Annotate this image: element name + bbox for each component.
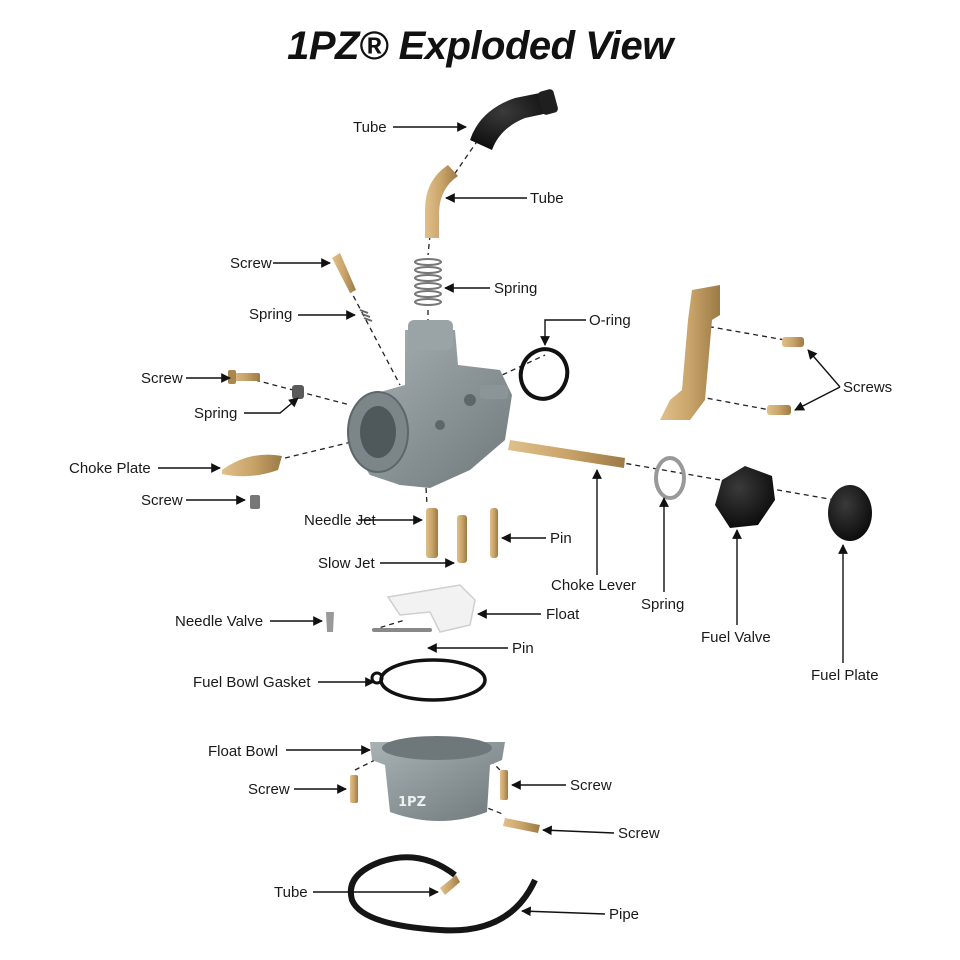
screws-bowl-part — [350, 770, 508, 803]
leader-lines — [158, 122, 848, 917]
label-choke-plate: Choke Plate — [69, 460, 151, 477]
o-ring-part — [518, 347, 570, 401]
label-spring-throttle: Spring — [494, 280, 537, 297]
label-float: Float — [546, 606, 580, 623]
tube-bottom-part — [440, 875, 460, 895]
tube-top-part — [470, 89, 558, 150]
choke-lever-arm-part — [660, 285, 720, 420]
label-spring-air: Spring — [194, 405, 237, 422]
spring-air-part — [292, 385, 304, 399]
float-bowl-part: 1PZ — [370, 736, 505, 821]
page-title: 1PZ® Exploded View — [287, 24, 673, 68]
label-screw-idle: Screw — [230, 255, 272, 272]
label-screw-air: Screw — [141, 370, 183, 387]
label-screw-drain: Screw — [618, 825, 660, 842]
label-spring-idle: Spring — [249, 306, 292, 323]
pin-float-part — [372, 628, 432, 632]
screw-idle-part — [332, 253, 356, 293]
spring-valve-part — [654, 456, 686, 500]
label-spring-valve: Spring — [641, 596, 684, 613]
spring-idle-part — [359, 309, 373, 322]
fuel-bowl-gasket-part — [370, 658, 487, 702]
label-float-bowl: Float Bowl — [208, 743, 278, 760]
needle-valve-part — [326, 612, 334, 632]
label-slow-jet: Slow Jet — [318, 555, 376, 572]
label-needle-jet: Needle Jet — [304, 512, 377, 529]
label-needle-valve: Needle Valve — [175, 613, 263, 630]
choke-lever-rod-part — [508, 440, 625, 468]
label-pin-float: Pin — [512, 640, 534, 657]
choke-plate-part — [222, 454, 282, 477]
label-tube-bottom: Tube — [274, 884, 308, 901]
label-pin-jet: Pin — [550, 530, 572, 547]
label-screw-choke: Screw — [141, 492, 183, 509]
label-o-ring: O-ring — [589, 312, 631, 329]
spring-throttle-part — [414, 258, 442, 306]
label-tube-brass: Tube — [530, 190, 564, 207]
label-screw-bowl-left: Screw — [248, 781, 290, 798]
label-fuel-valve: Fuel Valve — [701, 629, 771, 646]
jets-part — [426, 508, 498, 563]
label-screws-lever: Screws — [843, 379, 892, 396]
brand-mark: 1PZ — [398, 795, 426, 810]
screws-lever-part — [767, 337, 804, 415]
fuel-valve-part — [715, 466, 775, 528]
screw-drain-part — [503, 818, 540, 833]
label-fuel-bowl-gasket: Fuel Bowl Gasket — [193, 674, 311, 691]
label-choke-lever: Choke Lever — [551, 577, 636, 594]
screw-choke-part — [250, 495, 260, 509]
label-pipe: Pipe — [609, 906, 639, 923]
label-screw-bowl-right: Screw — [570, 777, 612, 794]
label-tube-top: Tube — [353, 119, 387, 136]
part-labels: Tube Tube Screw Spring Spring O-ring Scr… — [69, 119, 892, 923]
screw-air-part — [228, 370, 260, 384]
tube-brass-part — [425, 165, 458, 238]
carburetor-body-part — [347, 320, 512, 488]
fuel-plate-part — [828, 485, 872, 541]
label-fuel-plate: Fuel Plate — [811, 667, 879, 684]
pipe-part — [347, 854, 538, 934]
float-part — [386, 584, 476, 633]
